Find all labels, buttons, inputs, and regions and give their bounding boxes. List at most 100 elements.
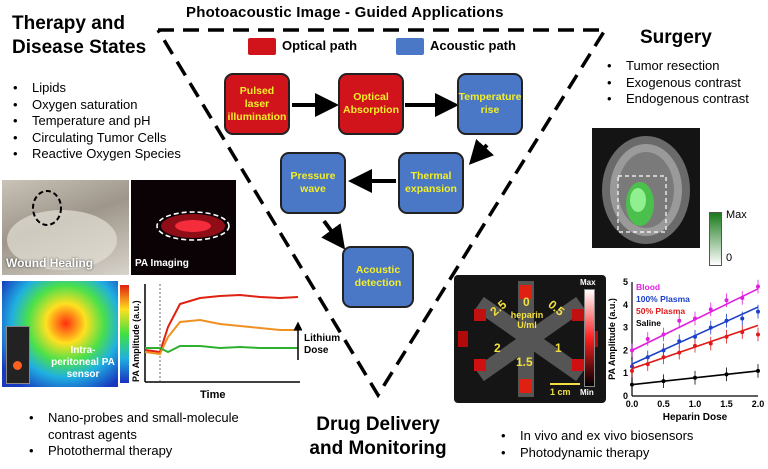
data-point [645, 355, 650, 360]
data-point [756, 284, 760, 289]
mouse-inset [6, 326, 30, 384]
data-point [661, 332, 666, 337]
list-item: Photothermal therapy [26, 443, 256, 460]
optical-absorption-box: Optical Absorption [338, 73, 404, 135]
acoustic-detection-box: Acoustic detection [342, 246, 414, 308]
lithium-dose-label: Lithium Dose [304, 333, 341, 356]
data-point [693, 316, 697, 321]
therapy-heading-line2: Disease States [12, 37, 147, 58]
data-point [677, 318, 682, 323]
y-tick-label: 0 [623, 391, 628, 401]
wells-min-label: Min [580, 388, 594, 397]
scalebar-label: 1 cm [550, 387, 571, 397]
list-item: Exogenous contrast [604, 75, 749, 92]
data-point [630, 382, 634, 387]
data-point [724, 318, 729, 323]
surgery-min-label: 0 [726, 252, 733, 264]
heparin-center-label: heparin U/ml [510, 310, 544, 330]
data-point [756, 309, 760, 314]
data-point [756, 332, 760, 337]
list-item: Circulating Tumor Cells [10, 130, 181, 147]
data-point [708, 307, 713, 312]
legend-entry: Saline [636, 318, 661, 328]
therapy-heading: Therapy and Disease States [12, 12, 146, 60]
well-label: 1 [555, 341, 562, 355]
data-point [740, 316, 745, 321]
drug-bottom-list: In vivo and ex vivo biosensors Photodyna… [498, 428, 764, 461]
list-item: Reactive Oxygen Species [10, 146, 181, 163]
pa-imaging-label: PA Imaging [135, 258, 189, 269]
data-point [677, 350, 682, 355]
arrow-pressure-to-acoustic [321, 219, 346, 250]
list-item: Photodynamic therapy [498, 445, 764, 462]
data-point [661, 379, 666, 384]
x-tick-label: 0.0 [626, 399, 639, 409]
wells-max-label: Max [580, 278, 596, 287]
y-tick-label: 2 [623, 345, 628, 355]
arrow-temperature-to-thermal [468, 139, 494, 165]
temperature-rise-box: Temperature rise [457, 73, 523, 135]
drug-heading: Drug Delivery and Monitoring [297, 413, 459, 461]
legend-entry: Blood [636, 282, 660, 292]
x-tick-label: 1.5 [720, 399, 733, 409]
dashed-triangle [156, 28, 609, 399]
x-tick-label: 2.0 [752, 399, 765, 409]
wound-healing-image: Wound Healing [2, 180, 129, 275]
acoustic-legend-swatch [396, 38, 424, 55]
list-item: Lipids [10, 80, 181, 97]
data-point [661, 348, 666, 353]
drug-heading-line1: Drug Delivery [316, 414, 440, 435]
therapy-heading-line1: Therapy and [12, 13, 125, 34]
data-point [740, 330, 745, 335]
surgery-max-label: Max [726, 209, 747, 221]
data-point [630, 368, 634, 373]
surgery-list: Tumor resection Exogenous contrast Endog… [604, 58, 749, 108]
data-point [693, 334, 697, 339]
therapy-bottom-list: Nano-probes and small-molecule contrast … [26, 410, 256, 460]
data-point [677, 339, 682, 344]
wound-healing-label: Wound Healing [6, 256, 94, 270]
scalebar [550, 383, 580, 385]
data-point [645, 337, 650, 341]
therapy-list: Lipids Oxygen saturation Temperature and… [10, 80, 181, 163]
chart-points [630, 279, 760, 392]
y-tick-label: 5 [623, 277, 628, 287]
list-item: Nano-probes and small-molecule contrast … [26, 410, 256, 443]
x-tick-label: 0.5 [657, 399, 670, 409]
list-item: Oxygen saturation [10, 97, 181, 114]
data-point [630, 348, 634, 353]
y-axis-label: PA Amplitude (a.u.) [607, 298, 617, 380]
thermal-expansion-box: Thermal expansion [398, 152, 464, 214]
sensor-map-image: Intra-peritoneal PA sensor [2, 281, 118, 387]
surgery-brain-image [592, 128, 700, 248]
data-point [740, 295, 745, 300]
time-axis-label: Time [200, 389, 226, 401]
page-title: Photoacoustic Image - Guided Application… [186, 4, 504, 21]
data-point [756, 368, 760, 373]
data-point [708, 325, 713, 330]
legend-entry: 100% Plasma [636, 294, 690, 304]
x-axis-label: Heparin Dose [663, 412, 728, 423]
well-label: 0 [523, 295, 530, 309]
list-item: Endogenous contrast [604, 91, 749, 108]
drug-heading-line2: and Monitoring [309, 438, 447, 459]
surgery-heading: Surgery [640, 27, 712, 48]
pa-imaging-image: PA Imaging [131, 180, 236, 275]
y-tick-label: 4 [623, 300, 628, 310]
heparin-wells-image: heparin U/ml 2.5 0 0.5 2 1 1.5 1 cm Max … [454, 275, 606, 403]
data-point [724, 372, 729, 377]
y-tick-label: 1 [623, 368, 628, 378]
well-label: 1.5 [516, 355, 533, 369]
data-point [708, 341, 713, 346]
optical-legend-label: Optical path [282, 38, 358, 53]
list-item: Temperature and pH [10, 113, 181, 130]
sensor-label: Intra-peritoneal PA sensor [51, 345, 115, 380]
pressure-wave-box: Pressure wave [280, 152, 346, 214]
data-point [661, 355, 666, 360]
acoustic-legend-label: Acoustic path [430, 38, 516, 53]
data-point [693, 343, 697, 348]
